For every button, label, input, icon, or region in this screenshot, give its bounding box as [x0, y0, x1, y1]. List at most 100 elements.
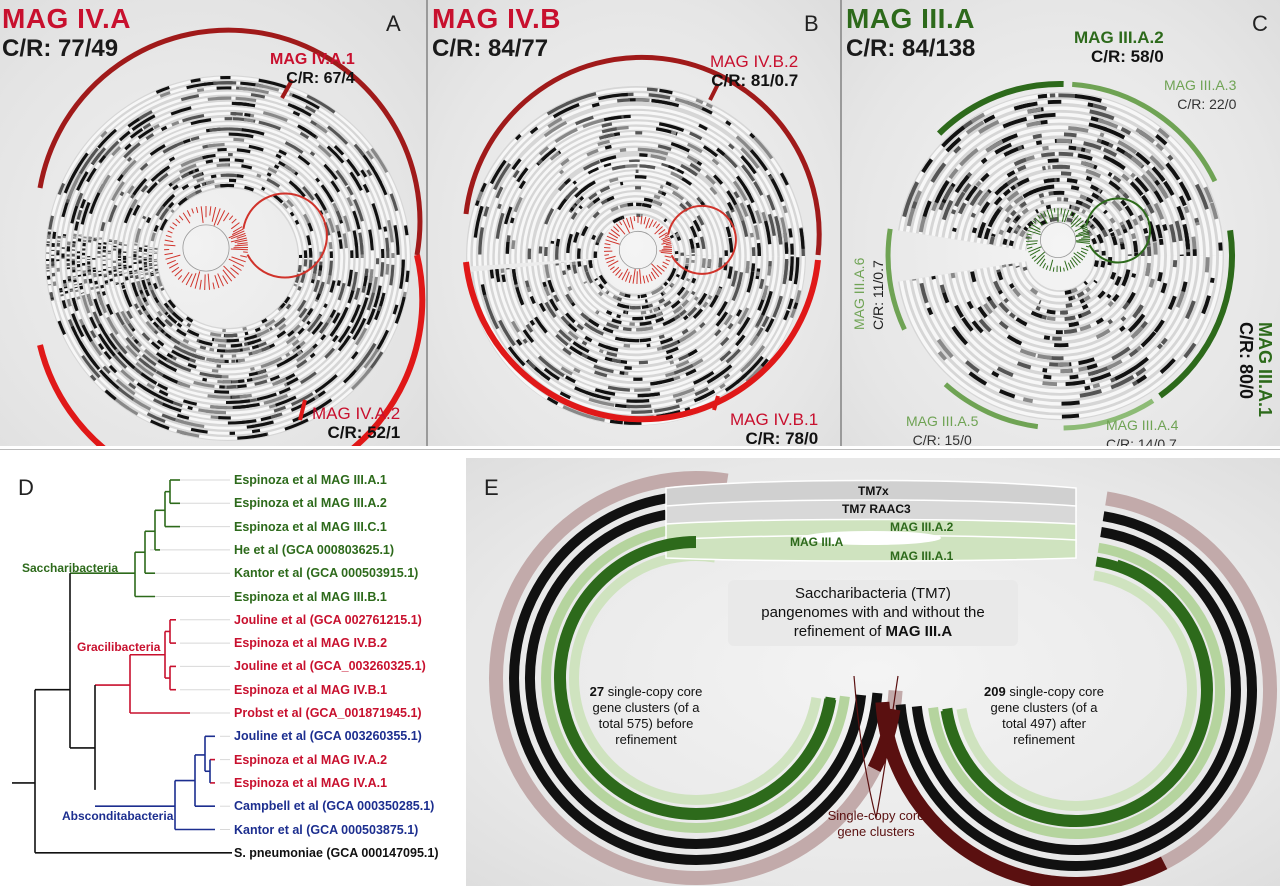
b-lower-mark — [616, 296, 623, 302]
a-upper-mark — [80, 198, 87, 209]
b-upper-mark — [756, 242, 761, 257]
b-upper-mark — [560, 158, 570, 167]
b-upper-mark — [604, 144, 612, 150]
b-lower-mark — [736, 272, 744, 287]
track-label-iiia2: MAG III.A.2 — [890, 520, 954, 534]
b-upper-mark — [749, 132, 756, 139]
a-upper-mark — [146, 181, 158, 194]
a-lower-mark — [156, 301, 167, 314]
c-tree-branch — [1075, 233, 1090, 238]
pangenome-plot — [489, 471, 1278, 886]
a-lower-mark — [106, 303, 114, 315]
b-lower-mark — [694, 386, 709, 397]
b-lower-mark — [724, 379, 740, 392]
a-lower-mark — [142, 297, 148, 303]
b-lower-mark — [736, 316, 751, 337]
b-lower-mark — [607, 311, 613, 316]
b-upper-mark — [613, 132, 621, 137]
b-lower-ring — [522, 255, 750, 371]
c-upper-mark — [1085, 196, 1094, 204]
a-tree-branch — [231, 256, 246, 263]
c-upper-mark — [943, 185, 954, 201]
c-tree-branch — [1081, 237, 1090, 239]
c-tree-branch — [1033, 251, 1046, 262]
c-upper-mark — [1143, 227, 1149, 234]
a-tree-branch — [237, 242, 248, 245]
b-lower-mark — [565, 293, 574, 304]
a-upper-mark — [134, 228, 142, 243]
c-upper-mark — [1058, 93, 1077, 99]
b-lower-mark — [606, 351, 618, 358]
c-upper-mark — [1097, 125, 1108, 132]
b-upper-mark — [619, 148, 627, 153]
panel-e: E TM7x TM7 RAAC3 MAG III.A.2 MAG III.A M… — [466, 458, 1280, 886]
a-upper-mark — [308, 247, 313, 257]
a-upper-mark — [140, 184, 149, 193]
bin-label-iiia4: MAG III.A.4 C/R: 14/0.7 — [1106, 416, 1178, 446]
b-upper-mark — [505, 241, 510, 254]
b-tree-branch — [643, 216, 647, 225]
b-lower-mark — [607, 385, 630, 392]
c-upper-mark — [1162, 224, 1168, 231]
a-tree-branch — [191, 208, 194, 214]
b-lower-mark — [529, 295, 536, 305]
b-upper-mark — [595, 242, 599, 246]
a-wedge-mark — [63, 283, 68, 288]
b-lower-mark — [606, 322, 620, 330]
b-lower-mark — [687, 348, 698, 357]
b-upper-mark — [503, 206, 513, 225]
b-upper-mark — [775, 220, 783, 245]
c-tree-core — [1039, 221, 1076, 258]
b-upper-mark — [668, 164, 676, 170]
c-upper-mark — [983, 227, 991, 240]
a-tree-branch — [175, 218, 181, 224]
c-tree-branch — [1052, 267, 1055, 272]
a-lower-mark — [141, 332, 151, 342]
c-lower-mark — [1106, 359, 1123, 370]
e-sccg-right — [875, 701, 1168, 886]
c-upper-mark — [1003, 133, 1018, 143]
b-lower-mark — [697, 390, 715, 401]
a-lower-mark — [313, 261, 318, 274]
a-lower-mark — [237, 432, 268, 440]
b-upper-mark — [653, 194, 661, 200]
a-upper-mark — [123, 207, 133, 224]
a-upper-mark — [100, 130, 108, 138]
b-lower-mark — [495, 269, 500, 276]
a-lower-mark — [115, 378, 136, 396]
c-tree-branch — [1040, 212, 1048, 224]
b-upper-mark — [702, 145, 719, 158]
a-lower-mark — [329, 280, 336, 293]
a-upper-mark — [170, 209, 175, 214]
c-lower-mark — [1046, 315, 1056, 322]
e-track-raac3-left — [524, 507, 867, 849]
a-upper-mark — [289, 211, 295, 217]
a-wedge-ring — [107, 239, 115, 288]
a-upper-mark — [352, 210, 361, 230]
a-upper-mark — [342, 233, 348, 249]
c-lower-mark — [1079, 324, 1092, 332]
b-upper-mark — [573, 231, 580, 243]
b-lower-mark — [605, 290, 609, 294]
a-lower-mark — [224, 333, 238, 338]
c-lower-mark — [1167, 295, 1177, 310]
a-upper-mark — [371, 203, 382, 230]
b-lower-mark — [719, 350, 732, 362]
c-lower-mark — [1015, 317, 1028, 327]
c-lower-mark — [1148, 278, 1155, 288]
a-lower-mark — [323, 303, 328, 309]
c-lower-mark — [1159, 358, 1176, 374]
b-upper-mark — [619, 181, 624, 186]
bin-arc-iva1 — [37, 27, 423, 256]
b-lower-mark — [746, 271, 755, 293]
b-upper-mark — [716, 147, 726, 156]
c-upper-mark — [1124, 205, 1134, 217]
a-tree-branch — [223, 265, 236, 279]
bin-iiia4-cr: C/R: 14/0.7 — [1106, 436, 1177, 446]
tree-leaf-label: S. pneumoniae (GCA 000147095.1) — [234, 845, 439, 860]
a-lower-mark — [176, 352, 190, 361]
a-upper-mark — [142, 215, 147, 220]
bin-iiia5-name: MAG III.A.5 — [906, 413, 979, 429]
a-upper-mark — [119, 191, 125, 197]
a-lower-mark — [167, 299, 177, 309]
